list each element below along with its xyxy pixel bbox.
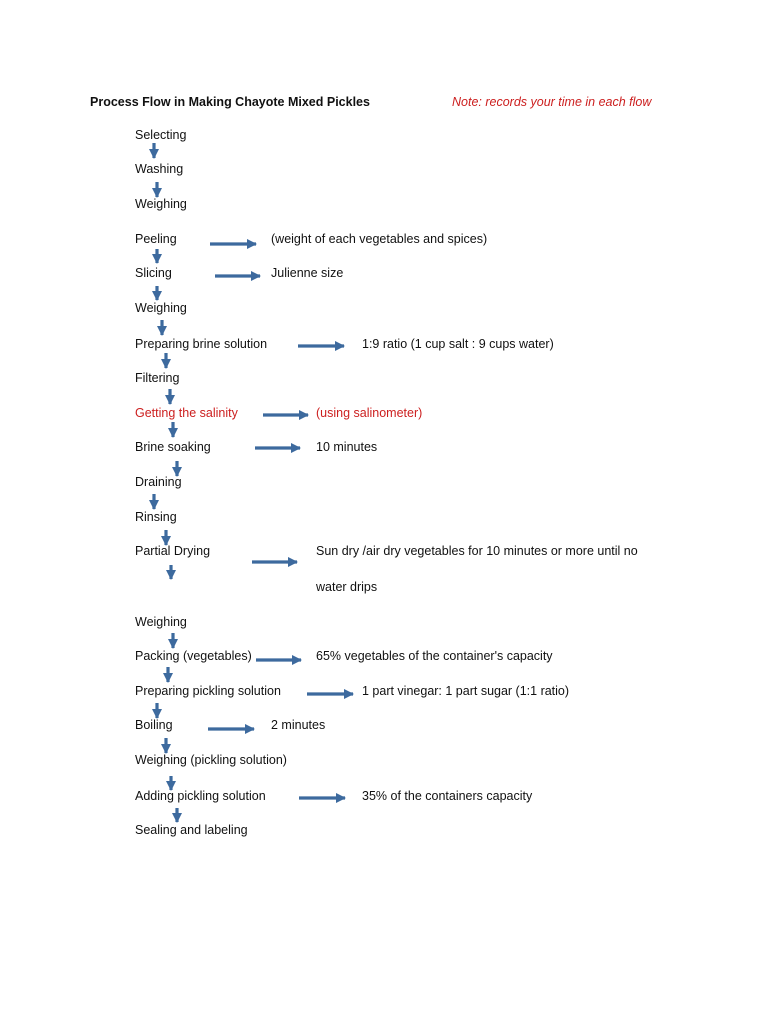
step-sealing-labeling: Sealing and labeling: [135, 823, 248, 837]
step-weighing-pickling: Weighing (pickling solution): [135, 753, 287, 767]
detail-adding-pickling: 35% of the containers capacity: [362, 789, 533, 803]
detail-partial-drying: Sun dry /air dry vegetables for 10 minut…: [316, 544, 638, 558]
detail-brine-soaking: 10 minutes: [316, 440, 378, 454]
detail-packing: 65% vegetables of the container's capaci…: [316, 649, 553, 663]
step-rinsing: Rinsing: [135, 510, 177, 524]
detail-partial-drying-cont: water drips: [316, 580, 378, 594]
step-washing: Washing: [135, 162, 184, 176]
step-weighing: Weighing: [135, 197, 187, 211]
step-weighing: Weighing: [135, 301, 187, 315]
step-filtering: Filtering: [135, 371, 180, 385]
page-title: Process Flow in Making Chayote Mixed Pic…: [90, 95, 370, 109]
step-peeling: Peeling: [135, 232, 177, 246]
step-preparing-brine: Preparing brine solution: [135, 337, 268, 351]
step-packing: Packing (vegetables): [135, 649, 252, 663]
step-preparing-pickling: Preparing pickling solution: [135, 684, 281, 698]
detail-slicing: Julienne size: [271, 266, 344, 280]
step-salinity: Getting the salinity: [135, 406, 238, 420]
step-partial-drying: Partial Drying: [135, 544, 211, 558]
step-boiling: Boiling: [135, 718, 173, 732]
detail-peeling: (weight of each vegetables and spices): [271, 232, 488, 246]
step-adding-pickling: Adding pickling solution: [135, 789, 266, 803]
step-brine-soaking: Brine soaking: [135, 440, 211, 454]
step-slicing: Slicing: [135, 266, 172, 280]
detail-boiling: 2 minutes: [271, 718, 326, 732]
detail-brine-ratio: 1:9 ratio (1 cup salt : 9 cups water): [362, 337, 554, 351]
step-selecting: Selecting: [135, 128, 187, 142]
detail-pickling-ratio: 1 part vinegar: 1 part sugar (1:1 ratio): [362, 684, 570, 698]
step-draining: Draining: [135, 475, 182, 489]
time-note: Note: records your time in each flow: [452, 95, 652, 109]
step-weighing: Weighing: [135, 615, 187, 629]
detail-salinity: (using salinometer): [316, 406, 423, 420]
